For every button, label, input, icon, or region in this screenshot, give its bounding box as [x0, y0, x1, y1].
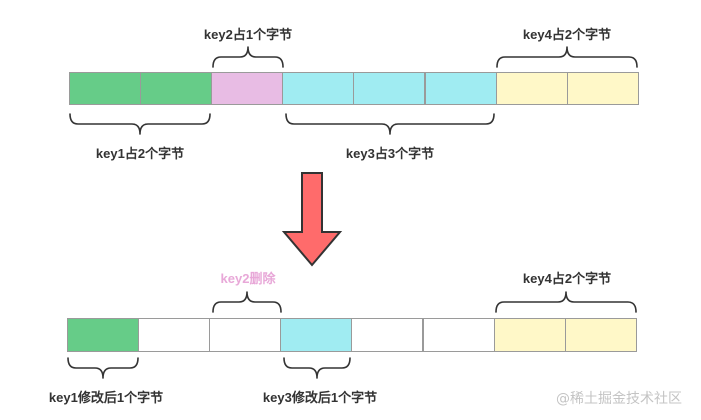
brace-bottom-key2-deleted [212, 291, 282, 313]
bottom-cell-5-empty [351, 318, 424, 352]
top-cell-7-key4 [495, 72, 568, 105]
label-bottom-key1: key1修改后1个字节 [48, 390, 164, 405]
label-top-key4: key4占2个字节 [522, 27, 612, 42]
label-top-key2: key2占1个字节 [203, 27, 293, 42]
bottom-cell-1-key1 [67, 318, 140, 352]
top-cell-3-key2 [211, 72, 284, 105]
watermark: @稀土掘金技术社区 [556, 391, 682, 407]
brace-top-key3 [285, 113, 495, 135]
top-cell-8-key4 [566, 72, 639, 105]
bottom-cell-2-empty [138, 318, 211, 352]
top-cell-6-key3 [424, 72, 497, 105]
label-top-key3: key3占3个字节 [345, 146, 435, 161]
brace-bottom-key1 [67, 357, 139, 379]
label-bottom-key3: key3修改后1个字节 [262, 390, 378, 405]
brace-bottom-key4 [495, 291, 637, 313]
brace-top-key4 [496, 46, 638, 68]
label-bottom-key2-deleted: key2删除 [220, 271, 276, 286]
brace-top-key1 [69, 113, 211, 135]
down-arrow-icon [281, 172, 343, 267]
bottom-cell-8-key4 [564, 318, 637, 352]
label-bottom-key4: key4占2个字节 [522, 271, 612, 286]
label-top-key1: key1占2个字节 [95, 146, 185, 161]
bottom-cell-4-key3 [280, 318, 353, 352]
brace-top-key2 [212, 46, 284, 68]
bottom-cell-6-empty [422, 318, 495, 352]
top-cell-2-key1 [140, 72, 213, 105]
top-cell-5-key3 [353, 72, 426, 105]
top-cell-1-key1 [69, 72, 142, 105]
brace-bottom-key3 [283, 357, 351, 379]
